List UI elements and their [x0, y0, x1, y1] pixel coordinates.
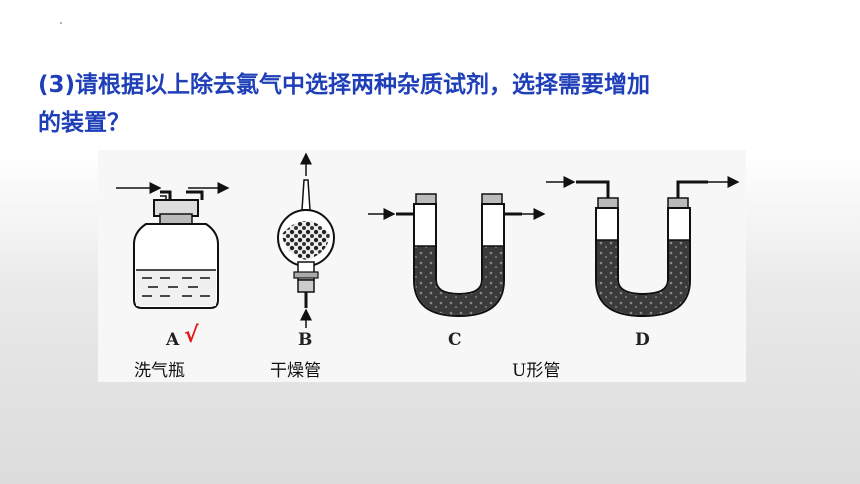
- check-mark: √: [184, 323, 199, 348]
- apparatus-figure: A √ B C D 洗气瓶 干燥管 U形管: [98, 150, 746, 382]
- label-a: A: [166, 330, 180, 350]
- u-tube-d: [546, 176, 740, 318]
- gas-washing-bottle-a: [116, 182, 230, 309]
- label-d: D: [635, 330, 650, 350]
- drying-tube-b: [277, 152, 335, 328]
- u-tube-c: [368, 193, 546, 318]
- question-line-1: (3)请根据以上除去氯气中选择两种杂质试剂，选择需要增加: [38, 72, 651, 98]
- label-c: C: [448, 330, 462, 350]
- apparatus-drawing: [116, 152, 740, 328]
- decorative-dot: [60, 22, 62, 24]
- caption-gas-washing-bottle: 洗气瓶: [134, 361, 185, 381]
- label-b: B: [298, 330, 313, 350]
- caption-u-tube: U形管: [512, 361, 561, 381]
- question-line-2: 的装置？: [38, 110, 130, 136]
- caption-drying-tube: 干燥管: [270, 361, 321, 381]
- question-text: (3)请根据以上除去氯气中选择两种杂质试剂，选择需要增加 的装置？: [38, 66, 738, 142]
